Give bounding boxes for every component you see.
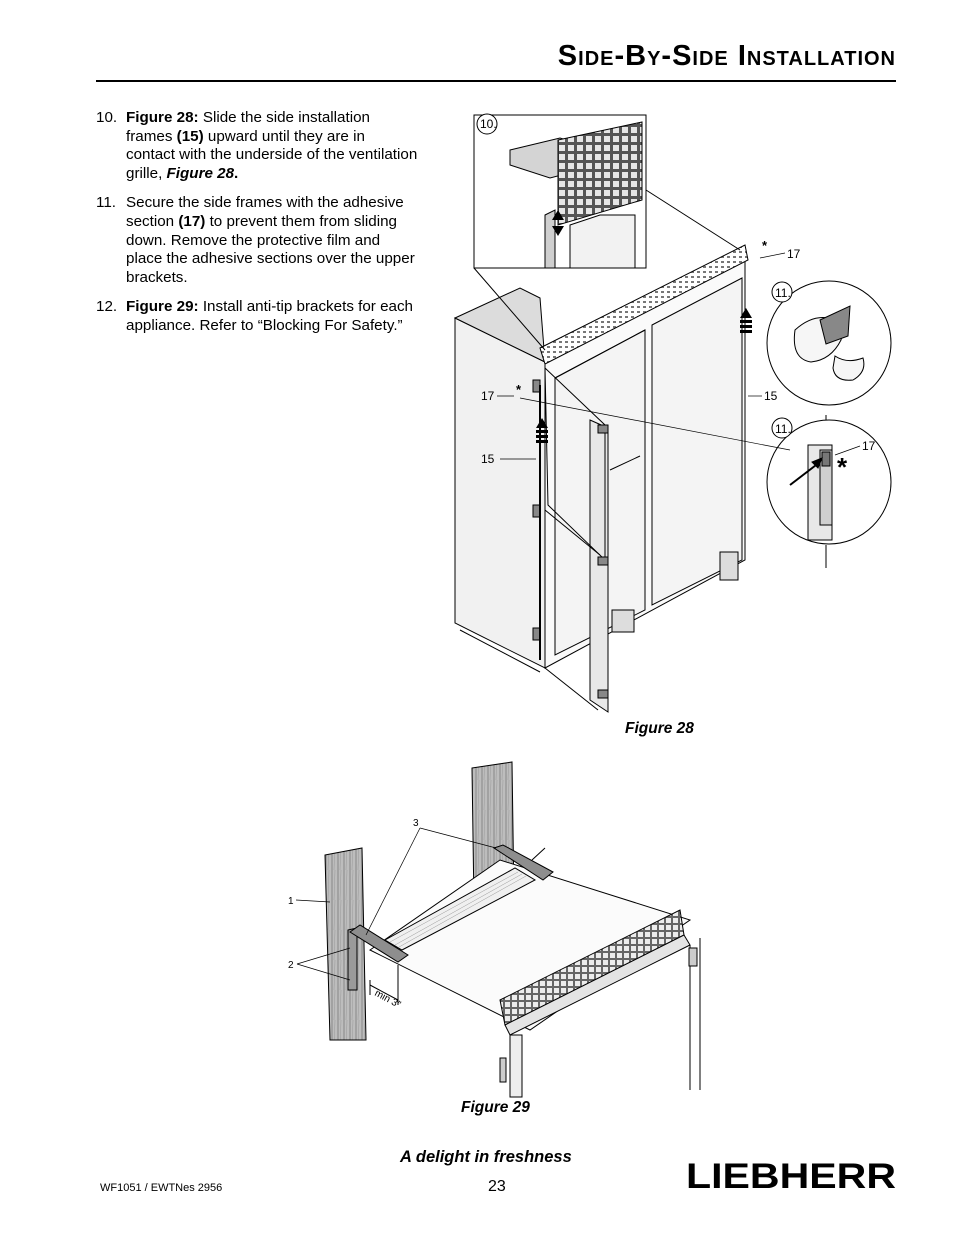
page-number: 23 bbox=[488, 1178, 506, 1195]
step-number: 10. bbox=[96, 109, 118, 126]
callout-10: 10. bbox=[480, 117, 497, 131]
tagline: A delight in freshness bbox=[400, 1148, 572, 1166]
part-ref: (17) bbox=[178, 212, 206, 230]
callout-3: 3 bbox=[413, 818, 419, 829]
step-lead: Figure 28: bbox=[126, 109, 199, 126]
step-number: 11. bbox=[96, 194, 116, 212]
step-lead: Figure 29: bbox=[126, 298, 199, 316]
asterisk-detail: * bbox=[837, 452, 848, 482]
instruction-steps: 10. Figure 28: Slide the side installati… bbox=[96, 109, 418, 347]
step-12: 12. Figure 29: Install anti-tip brackets… bbox=[96, 298, 418, 335]
step-text: Secure the side frames with the adhesive… bbox=[126, 194, 404, 230]
figure-28-caption: Figure 28 bbox=[625, 720, 694, 737]
asterisk-top: * bbox=[762, 238, 768, 253]
callout-17-left: 17 bbox=[481, 389, 495, 403]
step-text: upward until they are in contact with th… bbox=[126, 127, 418, 182]
asterisk-left: * bbox=[516, 382, 522, 397]
callout-15-right: 15 bbox=[764, 389, 778, 403]
step-text: Install anti-tip brackets for each appli… bbox=[126, 298, 414, 334]
step-text: Slide the side installation frames bbox=[126, 109, 370, 145]
figure-28-illustration: 10. 11. 11. 17 17 17 15 15 * * * bbox=[453, 113, 892, 713]
figure-29-illustration: 1 2 3 min 3” bbox=[288, 761, 701, 1098]
callout-15-left: 15 bbox=[481, 452, 495, 466]
callout-2: 2 bbox=[288, 960, 294, 971]
liebherr-logo: LIEBHERR bbox=[685, 1160, 897, 1192]
callout-11b: 11. bbox=[775, 422, 791, 436]
step-text: to prevent them from sliding down. Remov… bbox=[126, 212, 415, 286]
figure-ref: Figure 28 bbox=[166, 164, 235, 182]
figure-29-caption: Figure 29 bbox=[461, 1099, 530, 1116]
step-text: . bbox=[234, 164, 239, 182]
page-title: Side-By-Side Installation bbox=[557, 40, 896, 72]
logo-wordmark: LIEBHERR bbox=[686, 1160, 896, 1192]
title-rule bbox=[96, 80, 896, 82]
callout-1: 1 bbox=[288, 896, 294, 907]
step-11: 11. Secure the side frames with the adhe… bbox=[96, 194, 418, 287]
callout-11a: 11. bbox=[775, 286, 791, 300]
callout-17-right: 17 bbox=[862, 439, 876, 453]
document-id: WF1051 / EWTNes 2956 bbox=[100, 1182, 223, 1194]
step-number: 12. bbox=[96, 298, 118, 316]
step-10: 10. Figure 28: Slide the side installati… bbox=[96, 109, 418, 183]
part-ref: (15) bbox=[176, 127, 204, 145]
callout-17-top: 17 bbox=[787, 247, 801, 261]
